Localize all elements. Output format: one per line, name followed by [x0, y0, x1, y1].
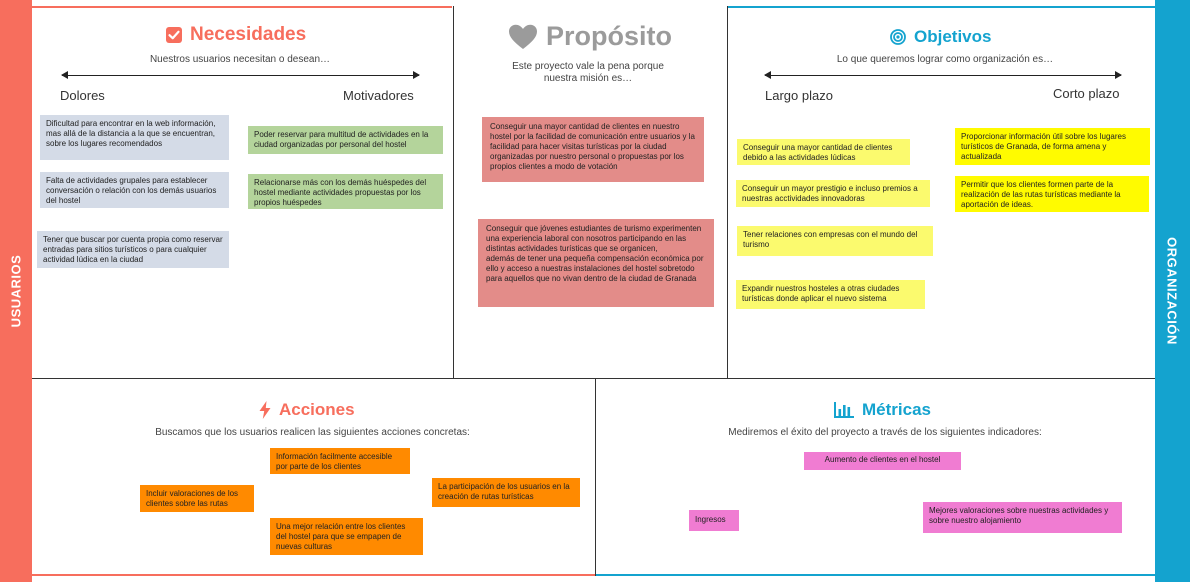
objetivos-title-text: Objetivos — [914, 27, 992, 46]
sticky-note-proposito: Conseguir que jóvenes estudiantes de tur… — [478, 219, 714, 307]
objetivos-title: Objetivos — [890, 27, 991, 47]
sticky-note-dolor: Tener que buscar por cuenta propia como … — [37, 231, 229, 268]
divider-horizontal — [32, 378, 1155, 379]
sticky-note-largo-plazo: Expandir nuestros hosteles a otras ciuda… — [736, 280, 925, 309]
metricas-title: Métricas — [834, 400, 931, 420]
usuarios-label: USUARIOS — [8, 254, 24, 328]
heart-icon — [508, 24, 538, 50]
target-icon — [890, 29, 906, 45]
proposito-subtitle: Este proyecto vale la pena porque nuestr… — [512, 61, 664, 84]
lightning-icon — [259, 401, 271, 419]
organizacion-band — [1155, 0, 1190, 582]
bottom-line-organizacion — [595, 574, 1155, 576]
acciones-title-text: Acciones — [279, 400, 355, 419]
divider-proposito-objetivos — [727, 6, 728, 378]
top-line-usuarios — [32, 6, 452, 8]
sticky-note-corto-plazo: Proporcionar información útil sobre los … — [955, 128, 1150, 165]
sticky-note-accion: Incluir valoraciones de los clientes sob… — [140, 485, 254, 512]
acciones-subtitle: Buscamos que los usuarios realicen las s… — [155, 427, 470, 438]
sticky-note-motivador: Poder reservar para multitud de activida… — [248, 126, 443, 154]
objetivos-axis — [764, 71, 1122, 79]
metricas-title-text: Métricas — [862, 400, 931, 419]
corto-plazo-label: Corto plazo — [1053, 86, 1120, 101]
sticky-note-dolor: Dificultad para encontrar en la web info… — [40, 115, 229, 160]
checkbox-icon — [166, 27, 182, 43]
sticky-note-proposito: Conseguir una mayor cantidad de clientes… — [482, 117, 704, 182]
sticky-note-largo-plazo: Conseguir una mayor cantidad de clientes… — [737, 139, 910, 165]
divider-acciones-metricas — [595, 378, 596, 576]
largo-plazo-label: Largo plazo — [765, 88, 833, 103]
sticky-note-accion: Una mejor relación entre los clientes de… — [270, 518, 423, 555]
divider-necesidades-proposito — [453, 6, 454, 378]
necesidades-title-text: Necesidades — [190, 24, 307, 45]
bar-chart-icon — [834, 402, 854, 418]
sticky-note-metrica: Aumento de clientes en el hostel — [804, 452, 961, 470]
motivadores-label: Motivadores — [343, 88, 414, 103]
sticky-note-accion: Información facilmente accesible por par… — [270, 448, 410, 474]
acciones-title: Acciones — [259, 400, 355, 420]
metricas-subtitle: Mediremos el éxito del proyecto a través… — [728, 427, 1042, 438]
dolores-label: Dolores — [60, 88, 105, 103]
necesidades-axis — [61, 71, 420, 79]
bottom-line-usuarios — [32, 574, 595, 576]
sticky-note-corto-plazo: Permitir que los clientes formen parte d… — [955, 176, 1149, 212]
sticky-note-dolor: Falta de actividades grupales para estab… — [40, 172, 229, 208]
necesidades-title: Necesidades — [166, 24, 306, 46]
sticky-note-motivador: Relacionarse más con los demás huéspedes… — [248, 174, 443, 209]
objetivos-subtitle: Lo que queremos lograr como organización… — [836, 54, 1054, 65]
organizacion-label: ORGANIZACIÓN — [1164, 237, 1180, 345]
proposito-title: Propósito — [508, 21, 672, 52]
proposito-title-text: Propósito — [546, 21, 672, 51]
sticky-note-metrica: Mejores valoraciones sobre nuestras acti… — [923, 502, 1122, 533]
sticky-note-accion: La participación de los usuarios en la c… — [432, 478, 580, 507]
sticky-note-largo-plazo: Conseguir un mayor prestigio e incluso p… — [736, 180, 930, 207]
sticky-note-largo-plazo: Tener relaciones con empresas con el mun… — [737, 226, 933, 256]
top-line-organizacion — [728, 6, 1155, 8]
necesidades-subtitle: Nuestros usuarios necesitan o desean… — [149, 54, 331, 65]
sticky-note-metrica: Ingresos — [689, 510, 739, 531]
usuarios-band — [0, 0, 32, 582]
